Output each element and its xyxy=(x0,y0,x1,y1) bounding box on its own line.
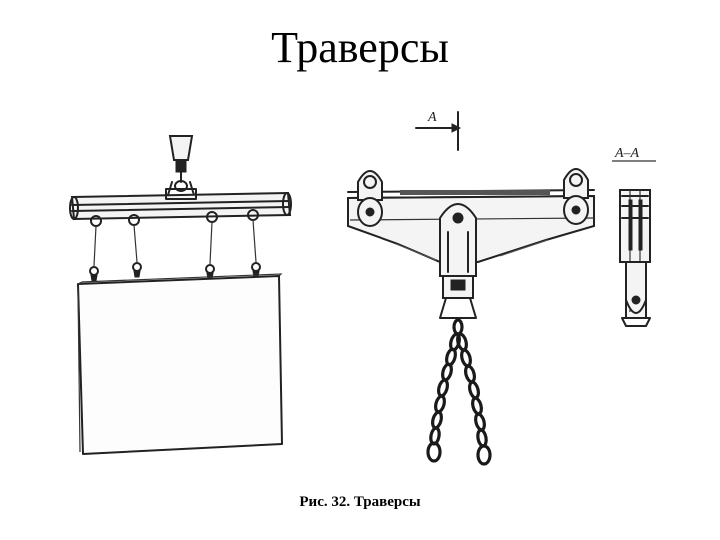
chain-traverse-drawing: A xyxy=(347,110,595,466)
concrete-panel xyxy=(77,273,283,455)
center-hanger xyxy=(439,203,477,319)
right-shackle xyxy=(563,168,589,225)
figure-caption: Рис. 32. Траверсы xyxy=(299,494,421,510)
section-arrow-label: A xyxy=(427,110,437,125)
section-arrow: A xyxy=(415,110,462,151)
left-shackle xyxy=(357,170,383,227)
chain-slings xyxy=(426,318,492,466)
traverse-beam xyxy=(69,188,292,221)
crane-hook xyxy=(167,135,195,196)
beam-traverse-drawing xyxy=(69,135,292,455)
slide-title: Траверсы xyxy=(271,23,449,72)
section-view-drawing: A–A xyxy=(612,146,656,327)
section-view-label: A–A xyxy=(614,146,640,161)
slings xyxy=(89,209,261,282)
